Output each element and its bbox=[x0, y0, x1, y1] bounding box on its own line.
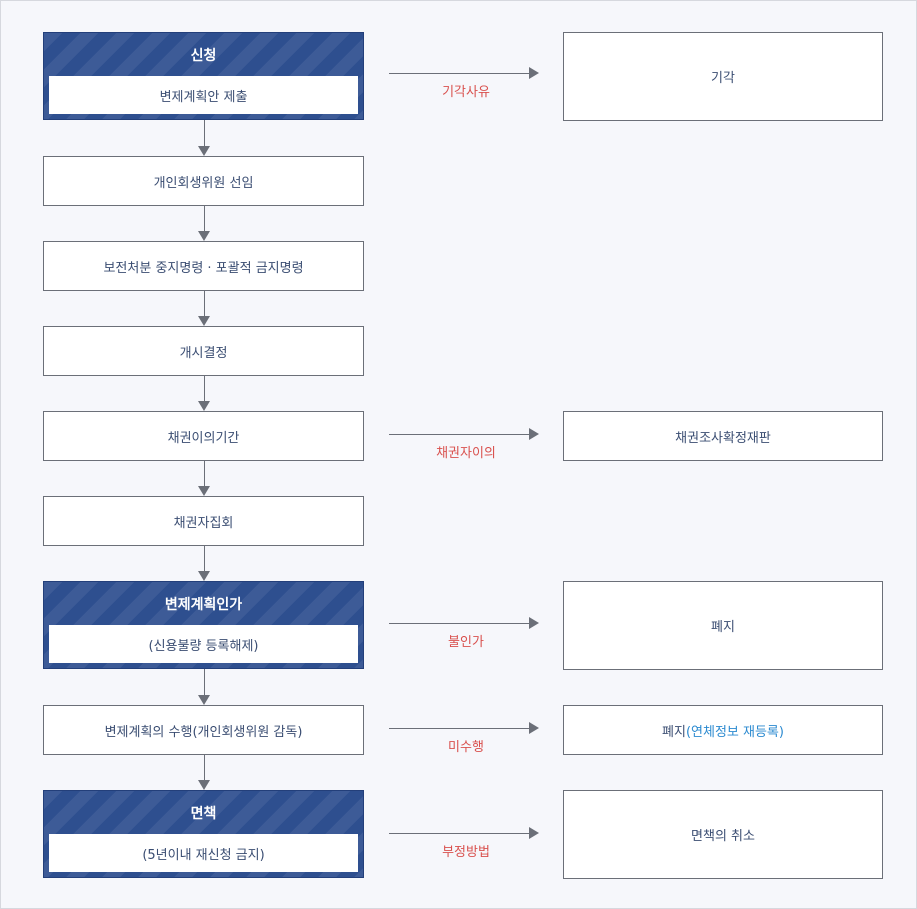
dismissal-box: 기각 bbox=[563, 32, 883, 121]
committee-box: 개인회생위원 선임 bbox=[43, 156, 364, 206]
abolition-box: 폐지 bbox=[563, 581, 883, 670]
abolition-main-text: 폐지 bbox=[662, 724, 686, 740]
creditor-meeting-box: 채권자집회 bbox=[43, 496, 364, 546]
approval-box: 변제계획인가 (신용불량 등록해제) bbox=[43, 581, 364, 669]
fraud-label: 부정방법 bbox=[442, 845, 490, 860]
apply-sub: 변제계획안 제출 bbox=[49, 76, 358, 114]
dismissal-label: 기각사유 bbox=[442, 85, 490, 100]
apply-title: 신청 bbox=[190, 47, 217, 64]
approval-sub: (신용불량 등록해제) bbox=[49, 625, 358, 663]
non-performance-label: 미수행 bbox=[448, 740, 484, 755]
commencement-box: 개시결정 bbox=[43, 326, 364, 376]
reregister-paren-text: (연체정보 재등록) bbox=[685, 724, 784, 740]
abolition-reregister-box: 폐지(연체정보 재등록) bbox=[563, 705, 883, 755]
non-approval-label: 불인가 bbox=[448, 635, 484, 650]
apply-box: 신청 변제계획안 제출 bbox=[43, 32, 364, 120]
objection-period-box: 채권이의기간 bbox=[43, 411, 364, 461]
approval-title: 변제계획인가 bbox=[164, 596, 243, 613]
creditor-objection-label: 채권자이의 bbox=[436, 446, 496, 461]
discharge-cancel-box: 면책의 취소 bbox=[563, 790, 883, 879]
discharge-sub: (5년이내 재신청 금지) bbox=[49, 834, 358, 872]
discharge-title: 면책 bbox=[190, 805, 217, 822]
discharge-box: 면책 (5년이내 재신청 금지) bbox=[43, 790, 364, 878]
claim-trial-box: 채권조사확정재판 bbox=[563, 411, 883, 461]
performance-box: 변제계획의 수행(개인회생위원 감독) bbox=[43, 705, 364, 755]
preservation-box: 보전처분 중지명령 · 포괄적 금지명령 bbox=[43, 241, 364, 291]
